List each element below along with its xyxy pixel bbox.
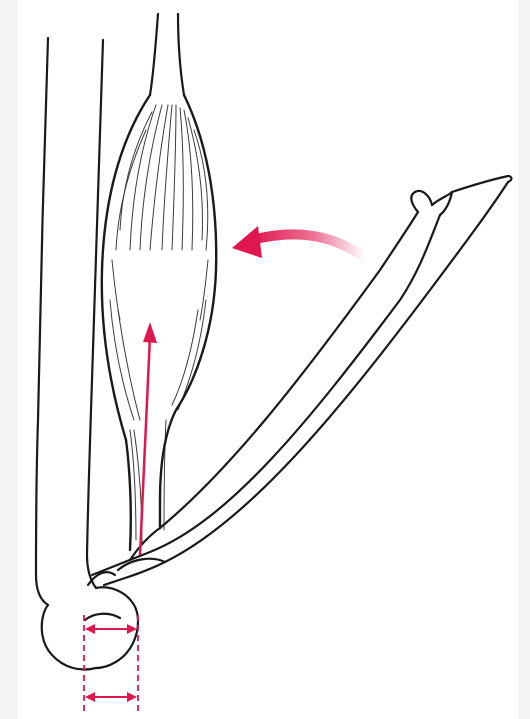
humerus-bone (36, 38, 103, 605)
curved-arrow (232, 226, 365, 258)
biceps-muscle (102, 14, 216, 550)
elbow-joint (42, 572, 138, 669)
force-arrow (140, 322, 157, 555)
lever-arm-dimension (84, 615, 138, 711)
